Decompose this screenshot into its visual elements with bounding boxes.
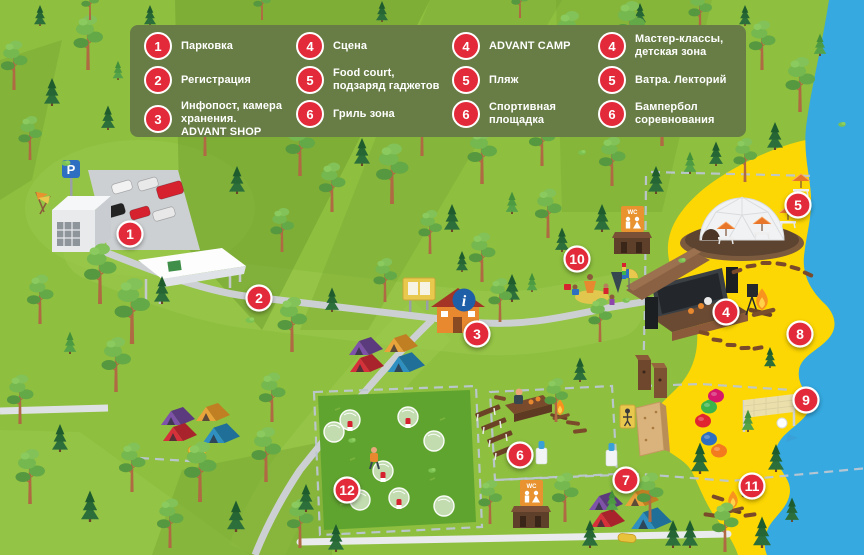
legend-column-2: 4 Сцена 5 Food court, подзаряд гаджетов 6 Гри… bbox=[296, 32, 452, 139]
svg-text:WC: WC bbox=[628, 210, 639, 216]
map-marker-8: 8 bbox=[786, 320, 814, 348]
bonfire-vatra bbox=[748, 288, 776, 317]
legend-item-number: 6 bbox=[452, 100, 480, 128]
legend-item: 4 Сцена bbox=[296, 32, 452, 60]
map-marker-5: 5 bbox=[784, 191, 812, 219]
svg-text:9: 9 bbox=[802, 392, 810, 408]
map-marker-2: 2 bbox=[245, 284, 273, 312]
legend-item-label: Гриль зона bbox=[333, 107, 395, 120]
svg-text:i: i bbox=[462, 293, 467, 310]
legend-item: 5 Пляж bbox=[452, 66, 598, 94]
legend-item-label: Пляж bbox=[489, 73, 519, 86]
wc-building-north: WC bbox=[612, 206, 652, 254]
kids-zone bbox=[564, 263, 638, 309]
legend-item-label-bold: ADVANT SHOP bbox=[181, 125, 262, 138]
svg-text:11: 11 bbox=[745, 478, 760, 494]
legend-item: 4 ADVANT CAMP bbox=[452, 32, 598, 60]
legend-item: 2 Регистрация bbox=[144, 66, 296, 94]
legend-item: 1 Парковка bbox=[144, 32, 296, 60]
legend-column-1: 1 Парковка 2 Регистрация 3 Инфопост, камера х… bbox=[144, 32, 296, 139]
parking-area: P bbox=[62, 160, 200, 250]
map-marker-7: 7 bbox=[612, 466, 640, 494]
map-marker-9: 9 bbox=[792, 386, 820, 414]
info-badge: i bbox=[452, 288, 476, 312]
legend-item-label: Мастер-классы, детская зона bbox=[635, 33, 724, 58]
legend-column-4: 4 Мастер-классы, детская зона 5 Ватра. Лект… bbox=[598, 32, 760, 139]
climbing-wall bbox=[635, 401, 670, 457]
legend-item-number: 4 bbox=[452, 32, 480, 60]
svg-text:2: 2 bbox=[255, 290, 263, 306]
legend-item: 6 Гриль зона bbox=[296, 100, 452, 128]
svg-text:4: 4 bbox=[722, 304, 730, 320]
svg-text:3: 3 bbox=[473, 326, 481, 342]
legend-item-label: Инфопост, камера хранения.ADVANT SHOP bbox=[181, 100, 283, 138]
svg-text:5: 5 bbox=[794, 197, 802, 213]
legend-item-label: Ватра. Лекторий bbox=[635, 73, 727, 86]
svg-text:10: 10 bbox=[569, 251, 585, 267]
map-signboard bbox=[402, 277, 436, 312]
legend-item-number: 4 bbox=[296, 32, 324, 60]
map-marker-3: 3 bbox=[463, 320, 491, 348]
map-marker-12: 12 bbox=[333, 476, 361, 504]
stage bbox=[645, 267, 759, 341]
legend-item: 6 Спортивная площадка bbox=[452, 100, 598, 128]
camp-tents-mid bbox=[349, 334, 425, 372]
entrance-kiosk bbox=[35, 191, 111, 252]
legend-item-label: Парковка bbox=[181, 39, 234, 52]
legend-item: 3 Инфопост, камера хранения.ADVANT SHOP bbox=[144, 100, 296, 139]
legend-item-number: 4 bbox=[598, 32, 626, 60]
camp-tents-west bbox=[161, 403, 240, 457]
svg-text:12: 12 bbox=[339, 482, 355, 498]
registration-tent bbox=[138, 248, 246, 304]
campfire-south bbox=[703, 490, 757, 518]
legend-item-number: 3 bbox=[144, 105, 172, 134]
legend-column-3: 4 ADVANT CAMP 5 Пляж 6 Спортивная площадка bbox=[452, 32, 598, 139]
sport-sign bbox=[619, 404, 636, 429]
svg-text:8: 8 bbox=[796, 326, 804, 342]
svg-text:1: 1 bbox=[126, 226, 134, 242]
legend-item-number: 6 bbox=[598, 100, 626, 128]
legend-item: 5 Ватра. Лекторий bbox=[598, 66, 760, 94]
map-marker-6: 6 bbox=[506, 441, 534, 469]
map-legend: 1 Парковка 2 Регистрация 3 Инфопост, камера х… bbox=[130, 25, 746, 139]
legend-item: 4 Мастер-классы, детская зона bbox=[598, 32, 760, 60]
legend-item-label: Регистрация bbox=[181, 73, 251, 86]
svg-text:6: 6 bbox=[516, 447, 524, 463]
legend-item-label: ADVANT CAMP bbox=[489, 39, 571, 52]
legend-item: 6 Бампербол соревнования bbox=[598, 100, 760, 128]
forest bbox=[0, 0, 846, 552]
legend-item: 5 Food court, подзаряд гаджетов bbox=[296, 66, 452, 94]
map-marker-1: 1 bbox=[116, 220, 144, 248]
lake-water bbox=[764, 0, 864, 555]
map-marker-4: 4 bbox=[712, 298, 740, 326]
wc-building-south: WC bbox=[511, 480, 551, 528]
legend-item-label: Бампербол соревнования bbox=[635, 101, 715, 126]
legend-item-number: 2 bbox=[144, 66, 172, 94]
bubble-football-field bbox=[318, 390, 476, 530]
legend-item-label: Food court, подзаряд гаджетов bbox=[333, 67, 440, 92]
bean-bags bbox=[695, 388, 727, 458]
svg-text:7: 7 bbox=[622, 472, 630, 488]
svg-text:WC: WC bbox=[527, 484, 538, 490]
legend-item-number: 5 bbox=[598, 66, 626, 94]
legend-item-label: Сцена bbox=[333, 39, 368, 52]
svg-text:P: P bbox=[67, 162, 76, 177]
legend-item-number: 1 bbox=[144, 32, 172, 60]
legend-item-number: 5 bbox=[452, 66, 480, 94]
climbing-towers bbox=[635, 355, 667, 398]
map-marker-11: 11 bbox=[738, 472, 766, 500]
map-marker-10: 10 bbox=[563, 245, 591, 273]
legend-item-label: Спортивная площадка bbox=[489, 101, 556, 126]
legend-item-number: 5 bbox=[296, 66, 324, 94]
legend-item-number: 6 bbox=[296, 100, 324, 128]
